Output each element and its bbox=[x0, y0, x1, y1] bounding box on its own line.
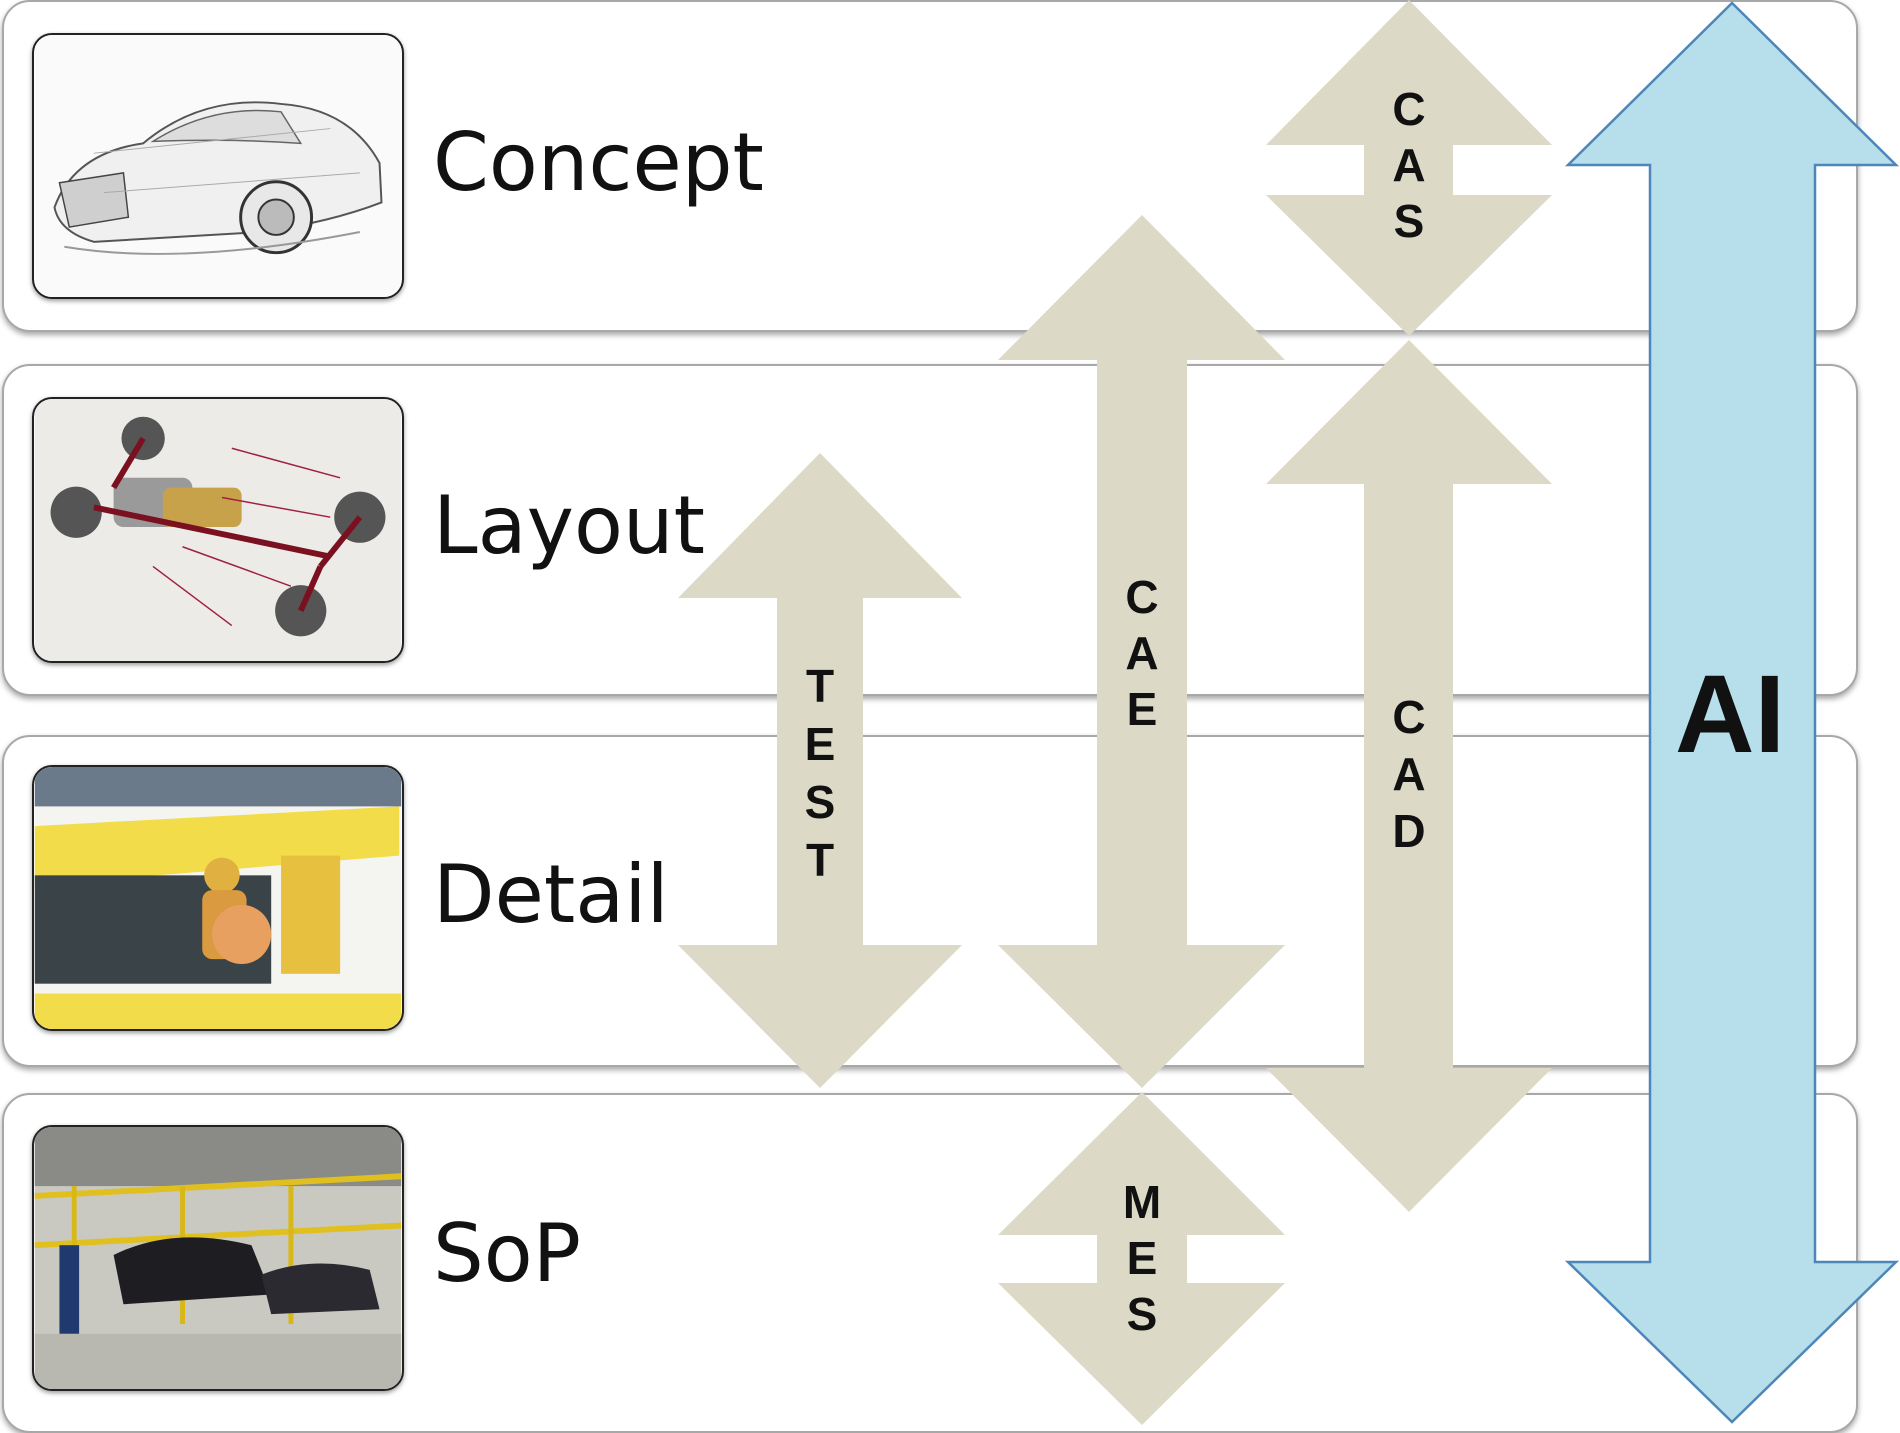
stage-label-concept: Concept bbox=[433, 116, 764, 209]
concept-car-sketch-image bbox=[32, 33, 404, 299]
stage-label-sop: SoP bbox=[433, 1207, 581, 1300]
detail-crash-test-image bbox=[32, 765, 404, 1031]
stage-label-detail: Detail bbox=[433, 848, 669, 941]
sop-assembly-line-image bbox=[32, 1125, 404, 1391]
stage-label-layout: Layout bbox=[433, 479, 705, 572]
layout-drivetrain-image bbox=[32, 397, 404, 663]
